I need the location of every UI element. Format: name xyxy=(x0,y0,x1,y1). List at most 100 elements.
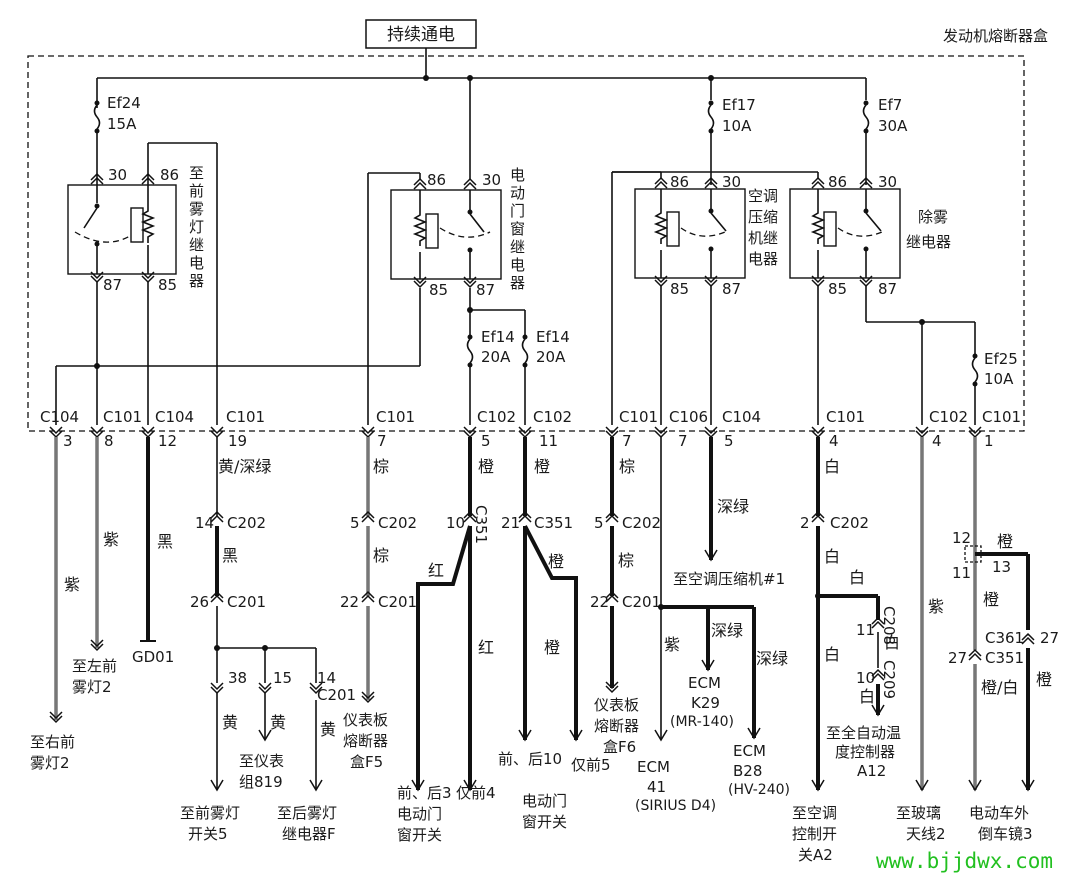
svg-text:30: 30 xyxy=(878,173,897,191)
svg-text:C201: C201 xyxy=(622,593,661,611)
fuse-ef17: Ef17 10A xyxy=(707,78,756,185)
wire-color-black: 黑 xyxy=(157,532,173,551)
wire-color-purple-3: 紫 xyxy=(664,635,680,654)
window-relay-label: 电 动 门 窗 继 电 器 xyxy=(510,166,525,292)
dest-cluster-1: 至仪表 xyxy=(239,752,284,770)
watermark: www.bjjdwx.com xyxy=(876,849,1053,873)
svg-text:5: 5 xyxy=(350,514,360,532)
svg-text:15A: 15A xyxy=(107,115,137,133)
svg-text:C102: C102 xyxy=(477,408,516,426)
svg-text:85: 85 xyxy=(828,280,847,298)
svg-text:C202: C202 xyxy=(830,514,869,532)
wire-color-purple-4: 紫 xyxy=(928,597,944,616)
wire-color-dkgreen-1: 深绿 xyxy=(717,497,749,516)
dest-auto-temp-3: A12 xyxy=(857,762,886,780)
fuse-ef14-a: Ef14 20A xyxy=(466,328,515,425)
svg-text:87: 87 xyxy=(476,281,495,299)
svg-text:C106: C106 xyxy=(669,408,708,426)
wire-color-purple-2: 紫 xyxy=(103,530,119,549)
svg-text:27: 27 xyxy=(1040,629,1059,647)
svg-text:86: 86 xyxy=(828,173,847,191)
svg-text:C101: C101 xyxy=(376,408,415,426)
svg-text:2: 2 xyxy=(800,514,810,532)
ac-relay-label: 空调 压缩 机继 电器 xyxy=(748,187,778,268)
wire-window-orange-b xyxy=(523,525,578,740)
dest-window-sw3-3: 窗开关 xyxy=(397,826,442,844)
svg-text:电: 电 xyxy=(189,254,204,272)
svg-text:10: 10 xyxy=(446,514,465,532)
fuse-ef24: Ef24 15A xyxy=(93,78,141,185)
wire-color-brown-2: 棕 xyxy=(373,546,389,565)
svg-text:Ef17: Ef17 xyxy=(722,96,756,114)
wire-color-yellow-dkgreen: 黄/深绿 xyxy=(218,457,271,476)
svg-text:Ef7: Ef7 xyxy=(878,96,902,114)
defog-relay-label-1: 除雾 xyxy=(918,208,948,226)
svg-text:Ef14: Ef14 xyxy=(481,328,515,346)
svg-text:窗: 窗 xyxy=(510,220,525,238)
wire-color-black-2: 黑 xyxy=(222,546,238,565)
svg-text:至: 至 xyxy=(189,164,204,182)
svg-text:电器: 电器 xyxy=(748,250,778,268)
wire-color-brown-4: 棕 xyxy=(618,551,634,570)
dest-fog-switch-1: 至前雾灯 xyxy=(180,804,240,822)
svg-text:14: 14 xyxy=(195,514,214,532)
wire-color-orange-6: 橙 xyxy=(983,590,999,609)
svg-text:87: 87 xyxy=(103,276,122,294)
dest-auto-temp-2: 度控制器 xyxy=(835,743,895,761)
wire-color-white-6: 白 xyxy=(859,687,875,706)
svg-text:压缩: 压缩 xyxy=(748,208,778,226)
svg-text:8: 8 xyxy=(104,432,114,450)
svg-text:15: 15 xyxy=(273,669,292,687)
svg-text:C202: C202 xyxy=(378,514,417,532)
svg-text:10: 10 xyxy=(856,669,875,687)
svg-text:Ef14: Ef14 xyxy=(536,328,570,346)
dest-window-sw3-1: 前、后3 xyxy=(397,784,452,802)
wire-color-yellow-1: 黄 xyxy=(222,713,238,732)
dest-ecm-k29-2: K29 xyxy=(691,694,720,712)
connector-row: C104 C101 C104 C101 C101 C102 C102 C101 … xyxy=(40,408,1021,450)
svg-text:87: 87 xyxy=(878,280,897,298)
wire-color-brown-1: 棕 xyxy=(373,457,389,476)
svg-text:87: 87 xyxy=(722,280,741,298)
svg-text:27: 27 xyxy=(948,649,967,667)
dest-ac-switch-1: 至空调 xyxy=(792,804,837,822)
dest-fog-switch-2: 开关5 xyxy=(188,825,228,843)
dest-rear-fog-2: 继电器F xyxy=(282,825,336,843)
dest-ip-fuse-f6-1: 仪表板 xyxy=(594,696,639,714)
svg-text:11: 11 xyxy=(856,621,875,639)
svg-text:7: 7 xyxy=(377,432,387,450)
wire-color-brown-3: 棕 xyxy=(619,457,635,476)
dest-ground: GD01 xyxy=(132,648,174,666)
svg-text:7: 7 xyxy=(622,432,632,450)
svg-text:C102: C102 xyxy=(929,408,968,426)
svg-text:机继: 机继 xyxy=(748,229,778,247)
dest-right-fog-1: 至右前 xyxy=(30,733,75,751)
wire-color-purple-1: 紫 xyxy=(64,575,80,594)
dest-ecm-41-1: ECM xyxy=(637,758,670,776)
dest-ecm-k29-3: (MR-140) xyxy=(670,714,734,730)
svg-text:C351: C351 xyxy=(534,514,573,532)
dest-ecm-b28-2: B28 xyxy=(733,762,762,780)
svg-text:12: 12 xyxy=(952,529,971,547)
svg-text:雾: 雾 xyxy=(189,200,204,218)
svg-text:C104: C104 xyxy=(40,408,79,426)
wire-color-white-1: 白 xyxy=(824,457,840,476)
svg-text:Ef25: Ef25 xyxy=(984,350,1018,368)
dest-front-only5: 仅前5 xyxy=(571,756,611,774)
dest-mirror-1: 电动车外 xyxy=(969,804,1029,822)
power-window-relay: 86 30 85 87 xyxy=(390,171,502,299)
svg-text:30A: 30A xyxy=(878,117,908,135)
svg-text:C101: C101 xyxy=(826,408,865,426)
svg-text:动: 动 xyxy=(510,184,525,202)
fuse-box-label: 发动机熔断器盒 xyxy=(943,27,1048,45)
dest-ip-fuse-f6-3: 盒F6 xyxy=(603,738,636,756)
dest-ecm-41-3: (SIRIUS D4) xyxy=(635,798,716,814)
svg-text:C201: C201 xyxy=(317,686,356,704)
svg-text:C209: C209 xyxy=(880,660,898,699)
fuse-ef7: Ef7 30A xyxy=(862,78,908,185)
dest-ac-switch-2: 控制开 xyxy=(792,825,837,843)
svg-text:26: 26 xyxy=(190,593,209,611)
svg-text:C101: C101 xyxy=(619,408,658,426)
svg-text:85: 85 xyxy=(158,276,177,294)
